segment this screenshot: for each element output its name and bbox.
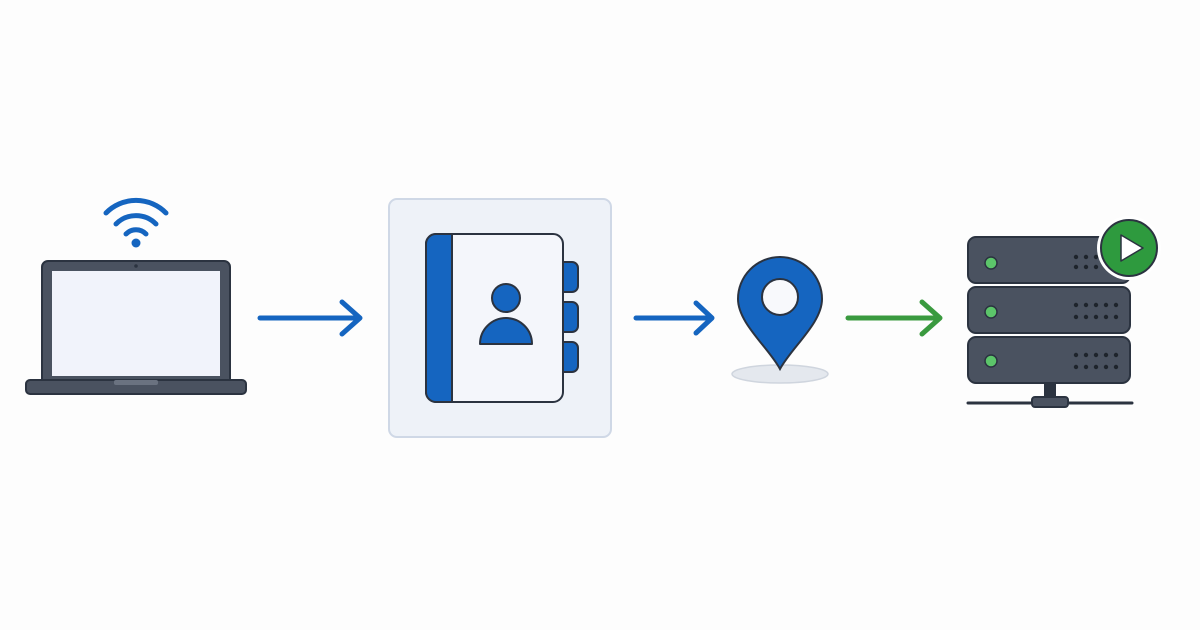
server-node bbox=[960, 215, 1170, 410]
arrow-contacts-to-location bbox=[632, 298, 720, 338]
wifi-icon bbox=[103, 197, 169, 237]
location-node bbox=[728, 255, 832, 387]
server-play-icon bbox=[966, 216, 1161, 408]
server-rack bbox=[967, 236, 1131, 384]
server-stand bbox=[966, 383, 1134, 408]
laptop-node bbox=[24, 190, 248, 400]
person-icon bbox=[479, 283, 533, 345]
play-icon bbox=[1097, 216, 1161, 280]
address-book-icon bbox=[388, 198, 612, 438]
arrow-location-to-server bbox=[844, 298, 948, 338]
address-book-card bbox=[388, 198, 612, 438]
map-pin-icon bbox=[731, 256, 829, 384]
arrow-laptop-to-contacts bbox=[256, 298, 368, 338]
laptop-wifi-icon bbox=[25, 197, 247, 395]
